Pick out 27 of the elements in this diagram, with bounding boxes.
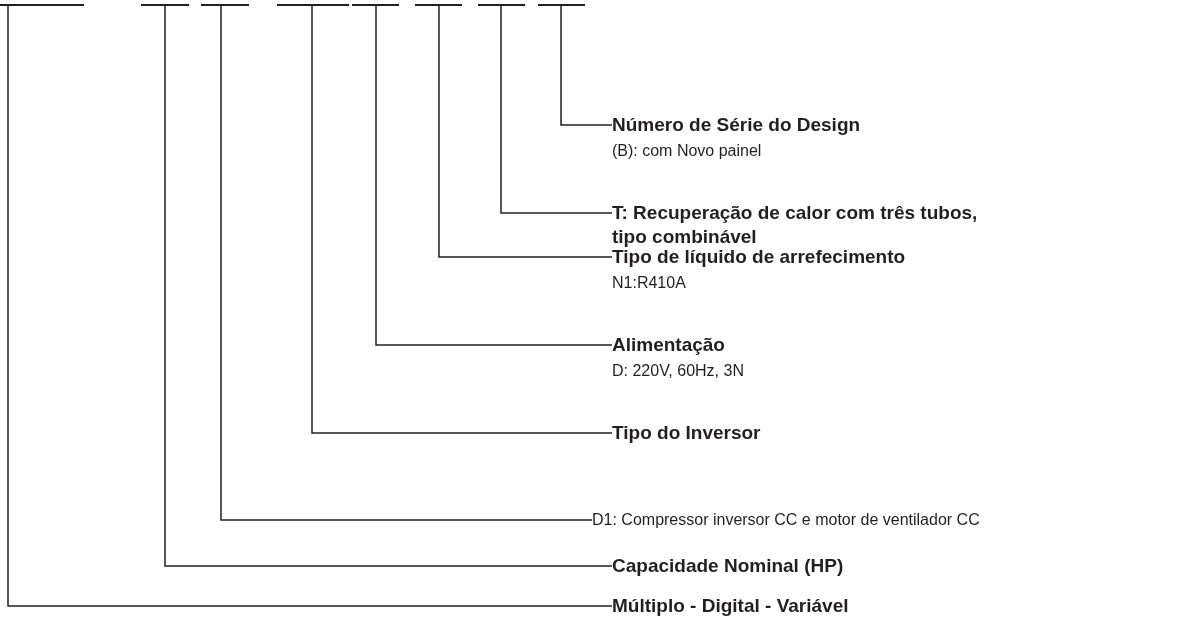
code-heading: Tipo do Inversor: [612, 421, 761, 445]
blank-line: [201, 4, 249, 6]
blank-line: [0, 4, 84, 6]
blank-line: [415, 4, 462, 6]
blank-line: [538, 4, 585, 6]
code-heading: Número de Série do Design: [612, 113, 861, 137]
code-heading: Tipo de líquido de arrefecimento: [612, 246, 906, 269]
code-description: D: 220V, 60Hz, 3N: [612, 361, 744, 381]
leader-line: [438, 5, 613, 258]
leader-line: [500, 5, 613, 214]
leader-line: [7, 5, 613, 607]
code-description: D1: Compressor inversor CC e motor de ventilador CC: [592, 510, 980, 530]
code-description: (B): com Novo painel: [612, 141, 763, 161]
blank-line: [352, 4, 399, 6]
leader-line: [375, 5, 613, 346]
code-heading: Alimentação: [612, 333, 726, 357]
blank-line: [141, 4, 189, 6]
code-heading: T: Recuperação de calor com três tubos, tipo combinável: [612, 201, 979, 249]
leader-line: [164, 5, 613, 567]
blank-line: [478, 4, 525, 6]
leader-line: [560, 5, 613, 126]
leader-line: [220, 5, 593, 521]
code-heading: Capacidade Nominal (HP): [612, 554, 844, 578]
code-heading: Múltiplo - Digital - Variável: [612, 594, 849, 618]
blank-line: [277, 4, 349, 6]
code-description: N1:R410A: [612, 273, 687, 293]
leader-line: [311, 5, 613, 434]
